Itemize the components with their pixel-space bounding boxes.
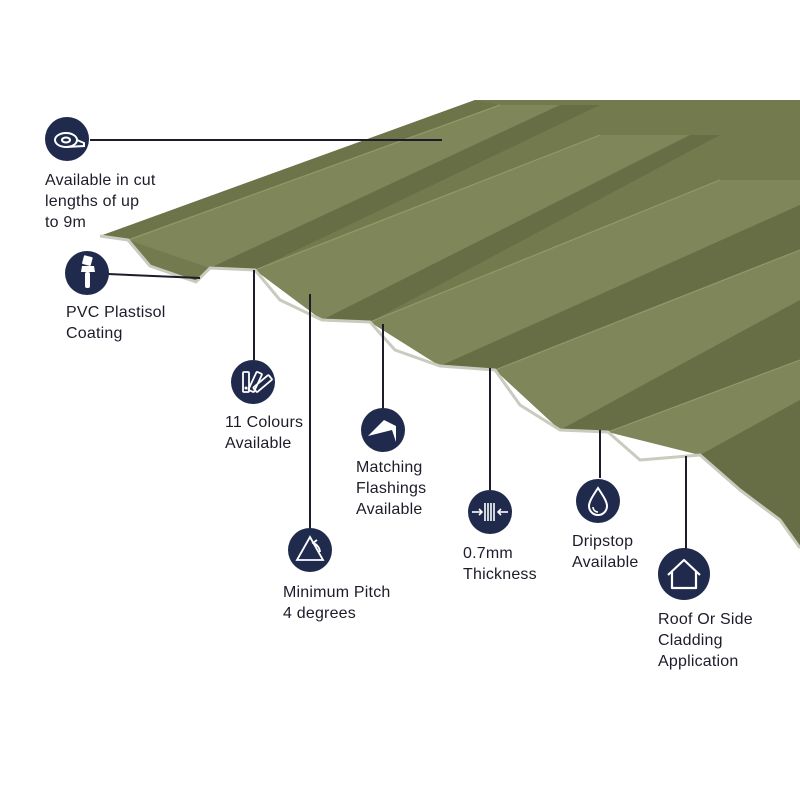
label-thickness: 0.7mm Thickness	[463, 545, 537, 583]
roof-sheet	[99, 100, 800, 549]
measuring-tape-icon	[45, 117, 89, 161]
colour-swatch-icon	[231, 360, 275, 404]
label-plastisol: PVC Plastisol Coating	[66, 304, 166, 342]
label-application: Roof Or Side Cladding Application	[658, 611, 753, 670]
label-dripstop: Dripstop Available	[572, 533, 639, 571]
paint-brush-icon	[65, 251, 109, 295]
water-drop-icon	[576, 479, 620, 523]
label-cut-lengths: Available in cut lengths of up to 9m	[45, 172, 156, 231]
leader-lines	[90, 139, 687, 550]
leader-line-plastisol	[107, 273, 201, 279]
pitch-angle-icon	[288, 528, 332, 572]
flashing-icon	[361, 408, 405, 452]
icon-badges	[45, 117, 710, 600]
label-flashings: Matching Flashings Available	[356, 459, 427, 518]
thickness-icon	[468, 490, 512, 534]
house-icon	[658, 548, 710, 600]
label-colours: 11 Colours Available	[225, 414, 304, 452]
label-pitch: Minimum Pitch 4 degrees	[283, 584, 391, 622]
